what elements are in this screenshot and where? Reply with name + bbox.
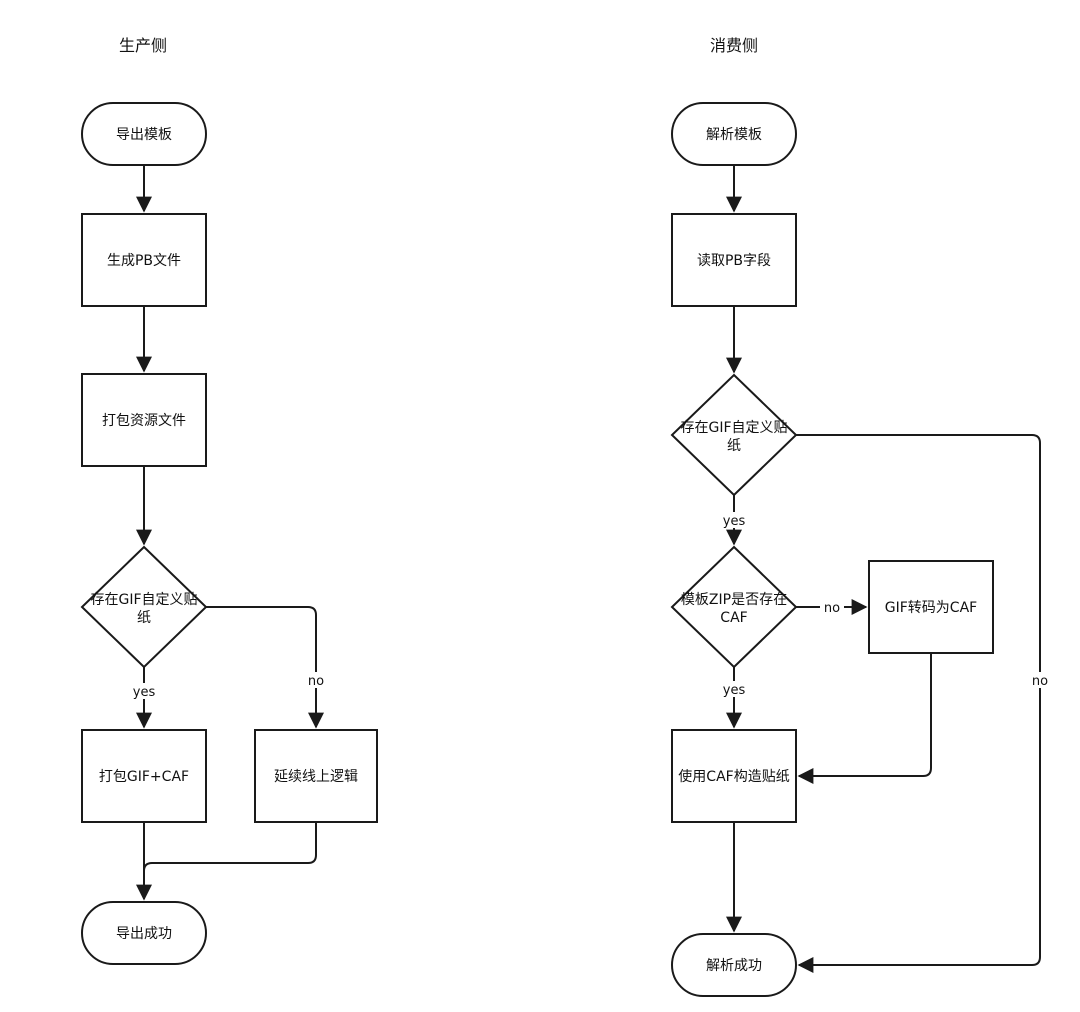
edge-convert-to-build <box>797 653 932 784</box>
node-read-pb-label: 读取PB字段 <box>697 252 771 269</box>
node-gen-pb[interactable]: 生成PB文件 <box>81 213 207 307</box>
node-pack-resources[interactable]: 打包资源文件 <box>81 373 207 467</box>
node-parse-template[interactable]: 解析模板 <box>671 102 797 166</box>
node-producer-has-gif[interactable]: 存在GIF自定义贴 纸 <box>80 545 208 669</box>
edge-producer-no-label: no <box>308 674 324 689</box>
node-continue-online-label: 延续线上逻辑 <box>274 768 358 785</box>
node-gif-to-caf-label: GIF转码为CAF <box>885 600 977 616</box>
node-export-success-label: 导出成功 <box>116 926 172 942</box>
node-gif-to-caf[interactable]: GIF转码为CAF <box>868 560 994 654</box>
edge-consumer-yes-1-label: yes <box>723 514 746 529</box>
node-pack-gif-caf[interactable]: 打包GIF+CAF <box>81 729 207 823</box>
node-gen-pb-label: 生成PB文件 <box>107 253 181 269</box>
edge-consumer-no-skip-label: no <box>1032 674 1048 689</box>
node-pack-gif-caf-label: 打包GIF+CAF <box>99 768 189 785</box>
consumer-title: 消费侧 <box>710 36 758 55</box>
node-build-sticker-label: 使用CAF构造贴纸 <box>678 768 789 785</box>
node-export-template-label: 导出模板 <box>116 127 172 143</box>
edge-producer-yes-label: yes <box>133 685 156 700</box>
edge-consumer-yes-2-label: yes <box>723 683 746 698</box>
node-consumer-has-gif[interactable]: 存在GIF自定义贴 纸 <box>670 373 798 497</box>
node-zip-has-caf[interactable]: 模板ZIP是否存在 CAF <box>670 545 798 669</box>
node-continue-online[interactable]: 延续线上逻辑 <box>254 729 378 823</box>
node-consumer-has-gif-label-2: 纸 <box>727 438 741 454</box>
node-export-success[interactable]: 导出成功 <box>81 901 207 965</box>
node-zip-has-caf-label-1: 模板ZIP是否存在 <box>681 592 787 608</box>
edge-producer-no <box>206 606 324 729</box>
edge-consumer-no-convert-label: no <box>824 601 840 616</box>
node-build-sticker[interactable]: 使用CAF构造贴纸 <box>671 729 797 823</box>
node-parse-success-label: 解析成功 <box>706 958 762 974</box>
node-parse-success[interactable]: 解析成功 <box>671 933 797 997</box>
node-zip-has-caf-label-2: CAF <box>720 610 747 626</box>
node-consumer-has-gif-label-1: 存在GIF自定义贴 <box>680 420 787 436</box>
node-pack-resources-label: 打包资源文件 <box>102 412 186 429</box>
node-parse-template-label: 解析模板 <box>706 127 762 143</box>
node-producer-has-gif-label-1: 存在GIF自定义贴 <box>90 592 197 608</box>
node-export-template[interactable]: 导出模板 <box>81 102 207 166</box>
edge-consumer-no-skip <box>796 434 1041 973</box>
producer-title: 生产侧 <box>119 36 167 55</box>
node-producer-has-gif-label-2: 纸 <box>137 610 151 626</box>
node-read-pb[interactable]: 读取PB字段 <box>671 213 797 307</box>
edge-continue-to-success <box>143 822 317 872</box>
